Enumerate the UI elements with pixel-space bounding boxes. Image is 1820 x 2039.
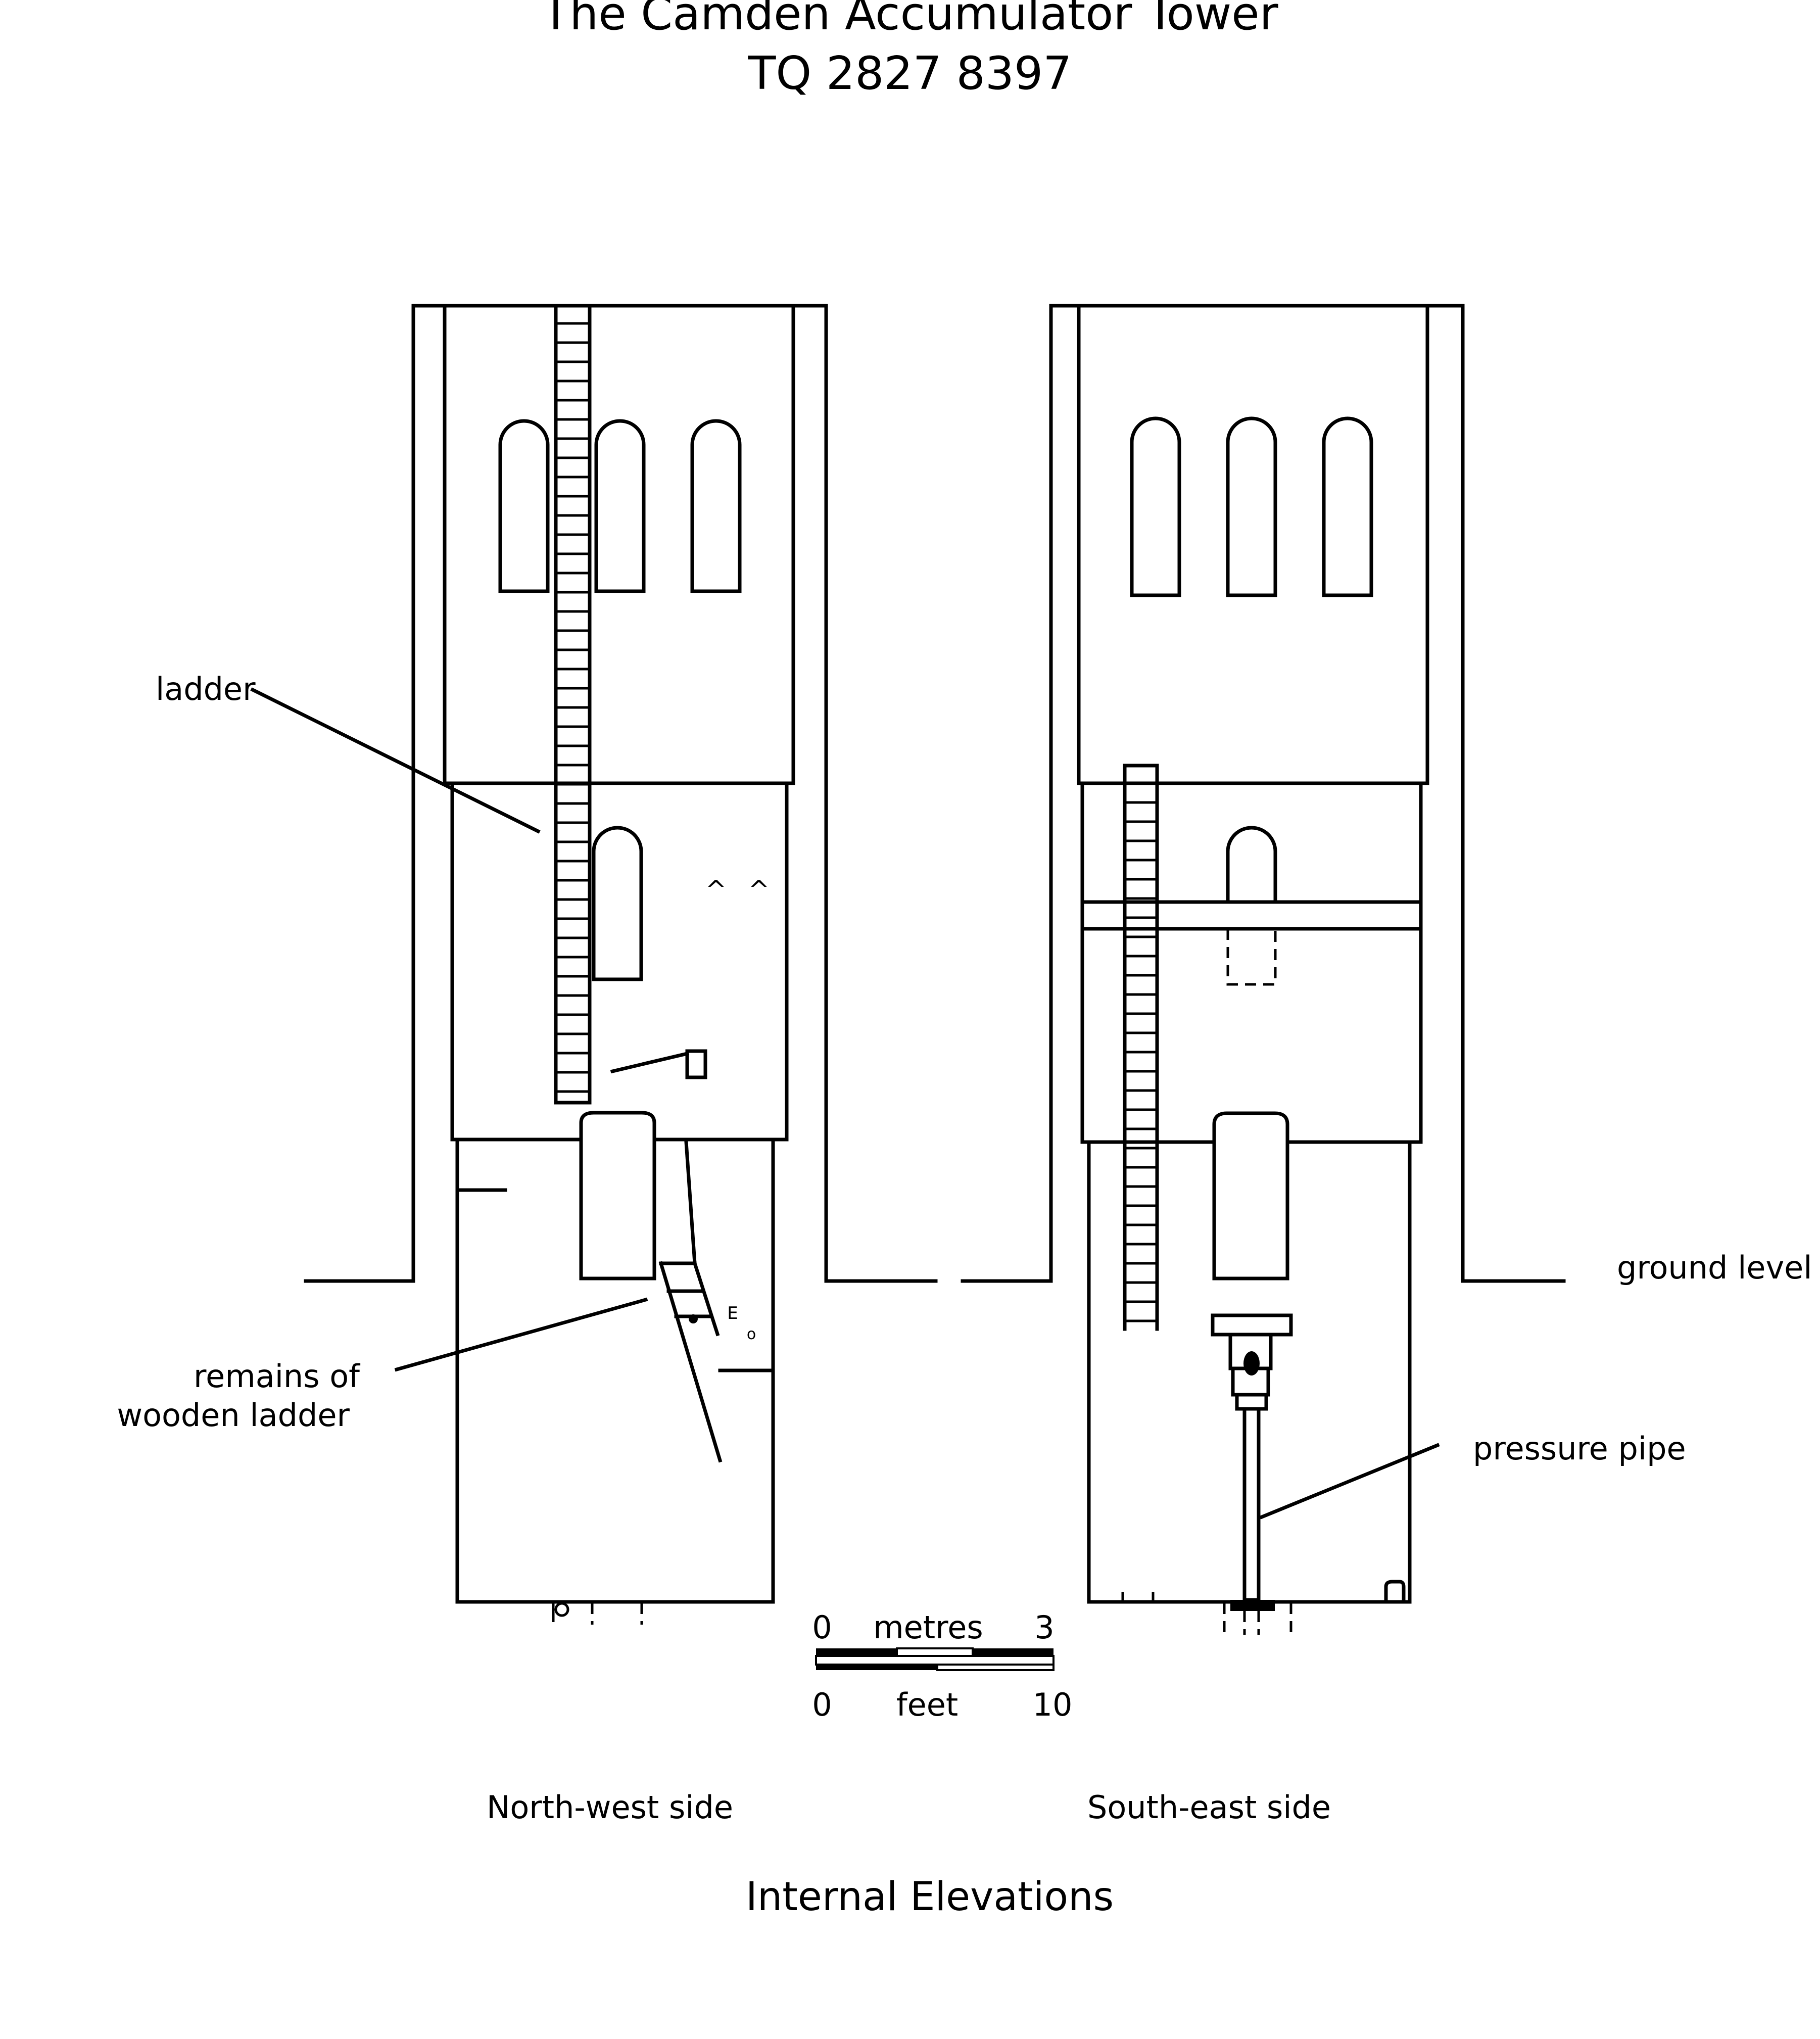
north-west-caption: North-west side — [487, 1789, 733, 1826]
remains-leader-line — [394, 1297, 648, 1372]
scale-metres-label: metres — [873, 1609, 983, 1646]
right-outer-wall — [1461, 304, 1566, 1283]
left-outer-wall — [961, 304, 1081, 1283]
scale-bar: 0 metres 3 0 feet 10 — [812, 1609, 1072, 1723]
drawing-title: The Camden Accumulator Tower — [541, 0, 1278, 40]
debris-mark: o — [747, 1325, 756, 1343]
middle-section — [450, 781, 789, 1142]
middle-section — [1080, 781, 1423, 1144]
right-outer-wall — [824, 304, 938, 1283]
scale-metres-start: 0 — [812, 1609, 832, 1646]
doorway — [1212, 1111, 1289, 1281]
internal-elevations-caption: Internal Elevations — [746, 1874, 1114, 1920]
remains-label-line1: remains of — [194, 1358, 361, 1395]
ladder-rungs — [1125, 782, 1157, 1322]
small-box — [685, 1049, 707, 1079]
lower-shaft-section — [455, 1137, 775, 1604]
arched-window — [1226, 416, 1277, 597]
arched-window — [594, 419, 646, 593]
ground-level-label: ground level — [1617, 1249, 1812, 1286]
pressure-pipe-assembly — [1211, 1313, 1293, 1635]
vertical-ladder — [1123, 764, 1159, 1331]
wall-mark: ^ — [748, 875, 770, 905]
ladder-label: ladder — [156, 671, 256, 707]
south-east-elevation — [961, 304, 1566, 1635]
arched-window — [1322, 416, 1373, 597]
scale-feet-end: 10 — [1033, 1686, 1073, 1723]
left-outer-wall — [304, 304, 447, 1283]
north-west-elevation: ^ ^ E o — [304, 304, 938, 1625]
scale-feet-start: 0 — [812, 1686, 832, 1723]
south-east-caption: South-east side — [1087, 1789, 1331, 1826]
scale-feet-label: feet — [896, 1686, 958, 1723]
wall-mark: ^ — [705, 875, 727, 905]
grid-reference: TQ 2827 8397 — [747, 47, 1072, 100]
blocked-window-outline — [1226, 929, 1277, 986]
pressure-pipe-label: pressure pipe — [1473, 1430, 1686, 1467]
scale-metres-end: 3 — [1034, 1609, 1054, 1646]
arched-window — [592, 826, 643, 981]
remains-label-line2: wooden ladder — [117, 1397, 350, 1434]
doorway — [579, 1111, 656, 1281]
arched-window — [1226, 826, 1277, 904]
pressure-pipe-leader-line — [1259, 1443, 1440, 1520]
arched-window — [690, 419, 742, 593]
debris-mark: E — [727, 1303, 738, 1323]
ladder-rungs — [556, 322, 590, 1093]
arched-window — [498, 419, 550, 593]
vertical-ladder — [554, 304, 592, 1105]
ladder-leader-line — [250, 687, 541, 834]
arched-window — [1130, 416, 1181, 597]
pressure-pipe — [1242, 1407, 1261, 1602]
wooden-ladder-remains — [658, 1140, 723, 1463]
